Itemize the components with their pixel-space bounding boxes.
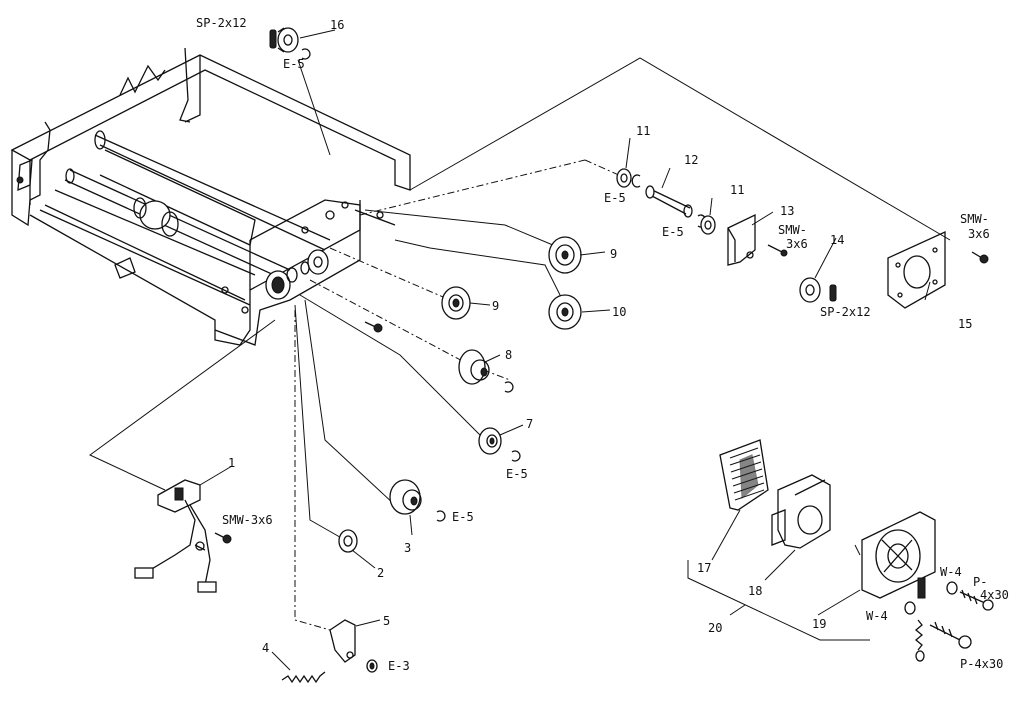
label-7: 7	[526, 417, 533, 431]
label-2: 2	[377, 566, 384, 580]
sensor-1	[134, 479, 217, 593]
label-p-4x30-lower: P-4x30	[960, 657, 1003, 671]
label-w-4-lower: W-4	[866, 609, 888, 623]
bracket-13	[727, 213, 756, 266]
screw-1	[214, 532, 232, 544]
e-ring-top	[301, 48, 311, 60]
fan-19	[861, 511, 936, 599]
filter-17	[719, 439, 769, 511]
label-1: 1	[228, 456, 235, 470]
label-sp-2x12-top: SP-2x12	[196, 16, 247, 30]
label-4: 4	[262, 641, 269, 655]
label-9-lower: 9	[492, 299, 499, 313]
label-e-5-11b: E-5	[662, 225, 684, 239]
label-20: 20	[708, 621, 722, 635]
label-15: 15	[958, 317, 972, 331]
label-smw-15a: SMW-	[960, 212, 989, 226]
label-e-5-11a: E-5	[604, 191, 626, 205]
e-ring-11-left	[631, 174, 641, 188]
label-12: 12	[684, 153, 698, 167]
label-5: 5	[383, 614, 390, 628]
spring-pin-right	[829, 284, 837, 302]
label-e-3: E-3	[388, 659, 410, 673]
leader-lines	[199, 29, 931, 671]
spring-4	[281, 671, 326, 684]
label-18: 18	[748, 584, 762, 598]
label-smw-13a: SMW-	[778, 223, 807, 237]
label-sp-2x12-right: SP-2x12	[820, 305, 871, 319]
label-smw-15b: 3x6	[968, 227, 990, 241]
gear-14	[799, 277, 821, 303]
e-ring-3	[436, 510, 446, 522]
spring-pin-top	[269, 29, 277, 49]
label-8: 8	[505, 348, 512, 362]
gear-8	[458, 349, 490, 385]
callout-labels: SP-2x12 16 E-5 11 12 11 E-5 E-5 13 SMW- …	[196, 16, 1009, 673]
gear-7	[478, 427, 502, 455]
bracket-5	[329, 619, 356, 663]
label-w-4-upper: W-4	[940, 565, 962, 579]
e-ring-3-small	[366, 659, 378, 673]
duct-18	[771, 474, 831, 549]
label-9-upper: 9	[610, 247, 617, 261]
label-10: 10	[612, 305, 626, 319]
label-16: 16	[330, 18, 344, 32]
e-ring-8	[504, 381, 514, 393]
label-13: 13	[780, 204, 794, 218]
label-smw-13b: 3x6	[786, 237, 808, 251]
bushing-11-right	[700, 215, 716, 235]
motor-plate-15	[887, 230, 946, 309]
screw-13	[767, 244, 788, 257]
label-3: 3	[404, 541, 411, 555]
label-11-right: 11	[730, 183, 744, 197]
label-p-upper-1: P-	[973, 575, 987, 589]
washer-w4-lower	[904, 601, 916, 615]
gear-3	[389, 479, 422, 515]
label-e-5-7: E-5	[506, 467, 528, 481]
screw-p4x30-lower	[929, 621, 972, 649]
shaft-12	[645, 185, 693, 218]
gear-16	[277, 27, 299, 53]
label-smw-1: SMW-3x6	[222, 513, 273, 527]
projection-lines	[89, 57, 951, 641]
gear-2	[338, 529, 358, 553]
spring-19	[914, 619, 925, 662]
label-e-5-top: E-5	[283, 57, 305, 71]
e-ring-7	[511, 450, 521, 462]
label-p-upper-2: 4x30	[980, 588, 1009, 602]
printer-frame-assembly	[10, 47, 411, 346]
screw-15	[971, 251, 989, 264]
gear-9-lower	[441, 286, 471, 320]
gear-9-upper	[548, 236, 582, 274]
washer-w4-upper	[946, 581, 958, 595]
label-e-5-3: E-5	[452, 510, 474, 524]
label-17: 17	[697, 561, 711, 575]
screw-p4x30-upper	[959, 589, 994, 611]
label-14: 14	[830, 233, 844, 247]
label-19: 19	[812, 617, 826, 631]
bushing-11-left	[616, 168, 632, 188]
label-11-left: 11	[636, 124, 650, 138]
gear-10	[548, 294, 582, 330]
